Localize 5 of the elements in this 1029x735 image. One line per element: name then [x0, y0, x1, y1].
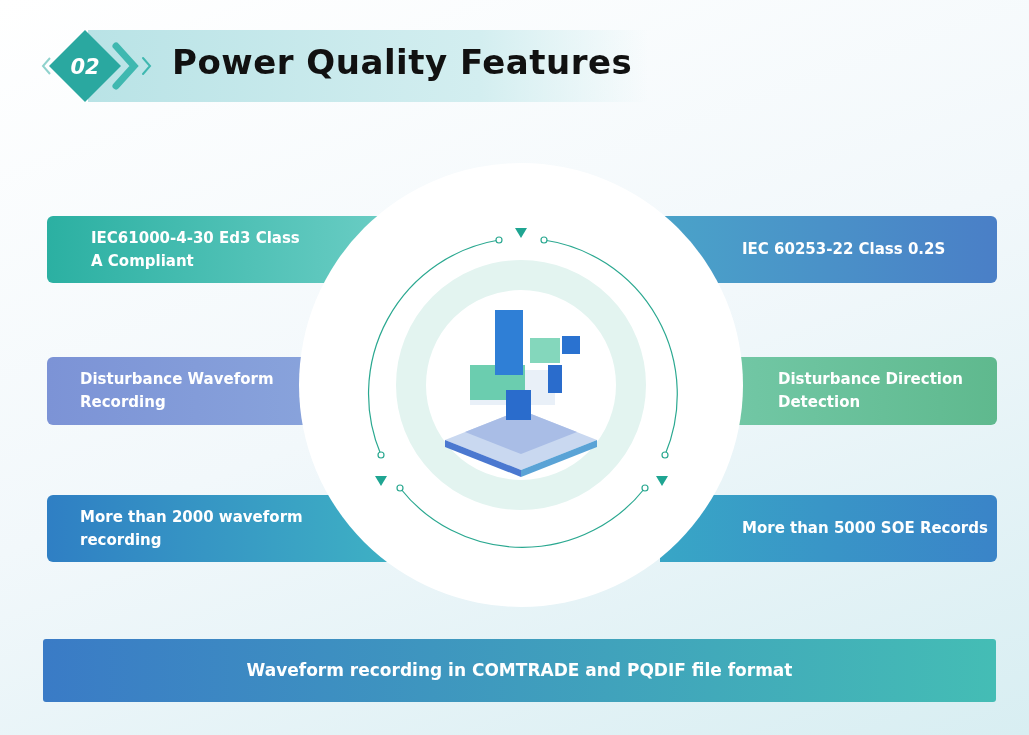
page-title: Power Quality Features	[172, 42, 633, 82]
footer-banner: Waveform recording in COMTRADE and PQDIF file format	[43, 639, 996, 702]
feature-banner: More than 2000 waveform recording	[47, 495, 387, 562]
feature-banner: More than 5000 SOE Records	[660, 495, 997, 562]
number-diamond: 02	[49, 30, 121, 102]
